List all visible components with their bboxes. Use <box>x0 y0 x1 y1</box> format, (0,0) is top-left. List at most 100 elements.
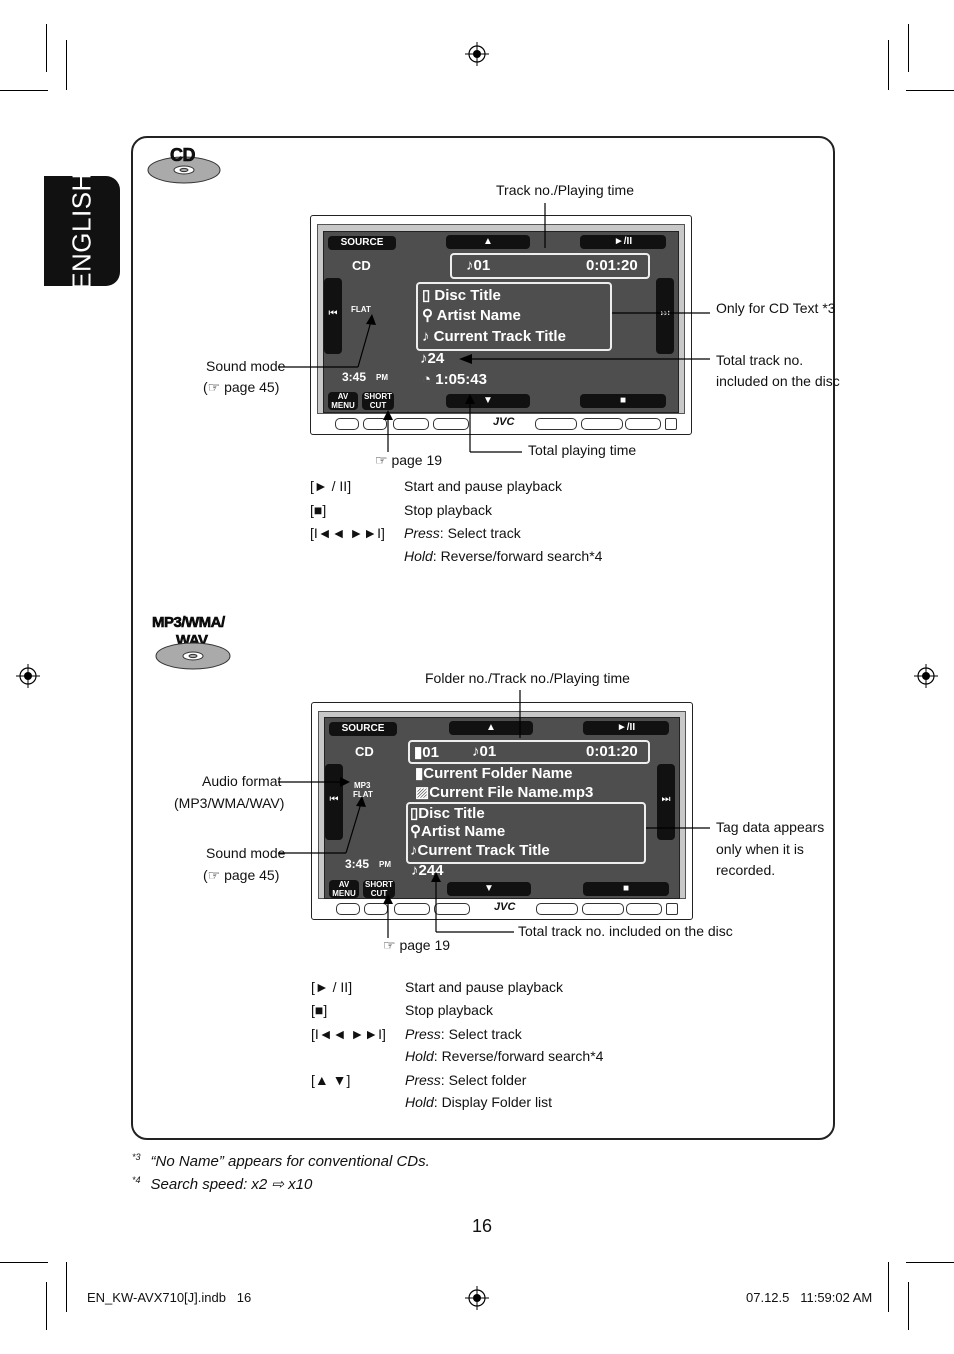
prev-icon: ⏮ <box>328 308 338 319</box>
down-button[interactable]: ▼ <box>446 394 530 408</box>
volume-up-button[interactable] <box>581 418 623 430</box>
hardware-button[interactable] <box>666 903 678 915</box>
hardware-button[interactable] <box>434 903 470 915</box>
current-track-title-text: Current Track Title <box>417 842 550 859</box>
track-number: ♪01 <box>472 743 497 760</box>
total-time-text: 1:05:43 <box>435 371 487 388</box>
desc-mode: Press <box>404 525 440 541</box>
desc-mode: Press <box>405 1026 441 1042</box>
current-track-title-text: Current Track Title <box>433 328 566 345</box>
prev-icon: ⏮ <box>329 794 339 805</box>
artist-name-text: Artist Name <box>436 307 521 324</box>
control-desc: Hold: Reverse/forward search*4 <box>405 1048 603 1064</box>
stop-button[interactable]: ■ <box>580 394 666 408</box>
volume-up-button[interactable] <box>582 903 624 915</box>
crop-mark <box>66 40 67 90</box>
desc-mode: Hold <box>405 1048 434 1064</box>
next-track-button[interactable]: ⏭ <box>657 764 675 840</box>
flat-label: FLAT <box>353 790 373 799</box>
prev-track-button[interactable]: ⏮ <box>325 764 343 840</box>
volume-down-button[interactable] <box>536 903 578 915</box>
crop-mark <box>0 90 48 91</box>
crop-mark <box>66 1262 67 1312</box>
current-folder-name: ▮Current Folder Name <box>415 765 573 782</box>
av-menu-button[interactable]: AV MENU <box>329 880 359 898</box>
mp3-disc-label-line1: MP3/WMA/ <box>152 614 226 632</box>
hardware-button[interactable] <box>394 903 430 915</box>
hardware-button[interactable] <box>363 418 387 430</box>
desc-text: : Select track <box>440 1026 522 1042</box>
up-button[interactable]: ▲ <box>449 721 533 735</box>
crop-mark <box>908 24 909 72</box>
control-desc: Press: Select track <box>405 1026 522 1042</box>
clock-pm: PM <box>376 373 388 382</box>
hardware-button-row: JVC <box>319 416 681 430</box>
crop-mark <box>888 40 889 90</box>
stop-button[interactable]: ■ <box>583 882 669 896</box>
hardware-button[interactable] <box>335 418 359 430</box>
desc-mode: Hold <box>404 548 433 564</box>
callout-sound-mode: Sound mode <box>206 845 286 861</box>
cd-screen: SOURCE ▲ ►/II CD ♪01 0:01:20 ⏮ ⏭ ▯ Disc … <box>323 231 679 413</box>
current-track-title: ♪ Current Track Title <box>422 328 566 345</box>
short-cut-button[interactable]: SHORT CUT <box>363 880 395 898</box>
registration-mark-icon <box>465 42 489 66</box>
disc-title: ▯Disc Title <box>410 805 485 822</box>
control-key: [■] <box>310 502 327 518</box>
tilt-open-button[interactable] <box>626 903 662 915</box>
source-button[interactable]: SOURCE <box>329 722 397 736</box>
track-number: ♪01 <box>466 257 491 274</box>
registration-mark-icon <box>465 1286 489 1310</box>
clock: 3:45 <box>345 857 370 871</box>
desc-text: : Reverse/forward search*4 <box>432 548 603 564</box>
clock: 3:45 <box>342 370 367 384</box>
callout-total-track-line2: included on the disc <box>716 373 840 389</box>
folder-number: ▮01 <box>414 744 439 761</box>
control-desc: Start and pause playback <box>405 979 563 995</box>
callout-page-ref: ☞ page 19 <box>383 937 451 953</box>
artist-name: ⚲ Artist Name <box>422 307 521 324</box>
callout-audio-format-types: (MP3/WMA/WAV) <box>174 795 285 811</box>
play-pause-button[interactable]: ►/II <box>580 235 666 249</box>
av-menu-button[interactable]: AV MENU <box>328 392 358 410</box>
source-button[interactable]: SOURCE <box>328 236 396 250</box>
callout-sound-mode: Sound mode <box>206 358 286 374</box>
footer-timestamp: 07.12.5 11:59:02 AM <box>746 1290 873 1305</box>
footnote-mark: *3 <box>132 1152 141 1162</box>
up-button[interactable]: ▲ <box>446 235 530 249</box>
control-key: [► / II] <box>310 478 352 494</box>
control-key: [■] <box>311 1002 328 1018</box>
footnote-mark: *4 <box>132 1175 141 1185</box>
hardware-button[interactable] <box>665 418 677 430</box>
callout-total-track-line1: Total track no. <box>716 352 804 368</box>
page-number: 16 <box>472 1216 493 1236</box>
disc-title-text: Disc Title <box>418 805 485 822</box>
hardware-button[interactable] <box>336 903 360 915</box>
desc-text: : Select track <box>439 525 521 541</box>
clock-pm: PM <box>379 860 391 869</box>
short-cut-button[interactable]: SHORT CUT <box>362 392 394 410</box>
callout-only-cd-text: Only for CD Text *3 <box>716 300 836 316</box>
callout-folder-track-time: Folder no./Track no./Playing time <box>425 670 630 686</box>
crop-mark <box>906 90 954 91</box>
prev-track-button[interactable]: ⏮ <box>324 278 342 354</box>
play-pause-button[interactable]: ►/II <box>583 721 669 735</box>
volume-down-button[interactable] <box>535 418 577 430</box>
cd-text-box: ▯ Disc Title ⚲ Artist Name ♪ Current Tra… <box>416 282 612 351</box>
disc-title: ▯ Disc Title <box>422 287 501 304</box>
hardware-button[interactable] <box>393 418 429 430</box>
callout-total-playing-time: Total playing time <box>528 442 637 458</box>
crop-mark <box>888 1262 889 1312</box>
down-button[interactable]: ▼ <box>447 882 531 896</box>
control-desc: Hold: Display Folder list <box>405 1094 552 1110</box>
mp3-screen: SOURCE ▲ ►/II CD ▮01 ♪01 0:01:20 ▮Curren… <box>324 717 680 899</box>
total-time: ◔ 1:05:43 <box>422 371 487 388</box>
source-name: CD <box>352 258 371 273</box>
tilt-open-button[interactable] <box>625 418 661 430</box>
tag-data-box: ▯Disc Title ⚲Artist Name ♪Current Track … <box>406 802 646 864</box>
footnote-text: “No Name” appears for conventional CDs. <box>150 1153 430 1170</box>
desc-text: : Select folder <box>440 1072 527 1088</box>
hardware-button[interactable] <box>433 418 469 430</box>
